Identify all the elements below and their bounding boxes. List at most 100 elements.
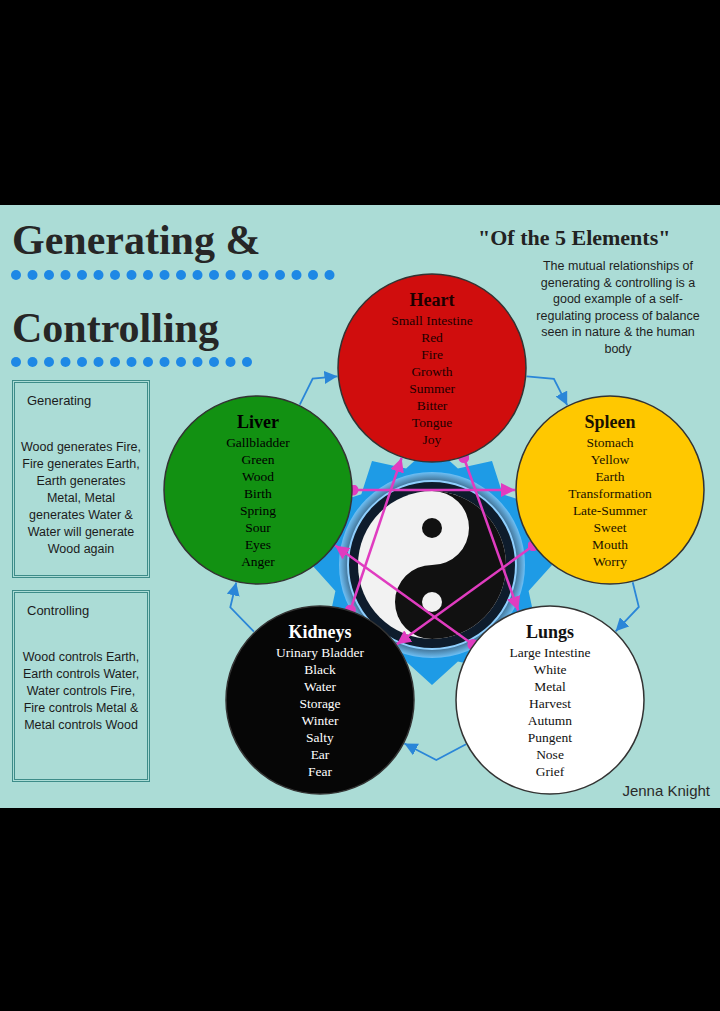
circle-shape [226, 606, 414, 794]
title-dot [160, 270, 170, 280]
circle-content: LiverGallbladderGreenWoodBirthSpringSour… [163, 411, 353, 570]
node-text: Late-Summer [573, 502, 647, 519]
node-text: Green [242, 451, 275, 468]
generating-arrow [300, 376, 338, 404]
node-text: Bitter [417, 397, 448, 414]
node-text: Summer [409, 380, 455, 397]
node-text: Fear [308, 763, 332, 780]
node-text: Nose [536, 746, 564, 763]
node-text: Pungent [528, 729, 572, 746]
node-text: Winter [302, 712, 339, 729]
node-text: Stomach [586, 434, 633, 451]
title-dot [77, 357, 87, 367]
node-heading: Spleen [584, 411, 635, 434]
circle-shape [516, 396, 704, 584]
node-text: Worry [593, 553, 627, 570]
legend-box: GeneratingWood generates Fire, Fire gene… [12, 380, 150, 578]
title-dot [193, 270, 203, 280]
node-text: Wood [242, 468, 274, 485]
node-text: Storage [299, 695, 340, 712]
node-text: Joy [423, 431, 442, 448]
title-dot [143, 270, 153, 280]
node-text: Sweet [594, 519, 627, 536]
generating-arrow [230, 583, 254, 632]
title-dot [226, 357, 236, 367]
element-circle: KidneysUrinary BladderBlackWaterStorageW… [225, 605, 415, 795]
node-text: Fire [421, 346, 443, 363]
title-dot [209, 270, 219, 280]
title-dot [226, 270, 236, 280]
node-text: Salty [306, 729, 334, 746]
diagram-title: Generating & Controlling [12, 196, 312, 372]
title-dot [94, 270, 104, 280]
title-dot [292, 270, 302, 280]
title-dot [11, 357, 21, 367]
node-text: Spring [240, 502, 276, 519]
title-dot [176, 357, 186, 367]
element-circle: LungsLarge IntestineWhiteMetalHarvestAut… [455, 605, 645, 795]
node-text: Anger [241, 553, 275, 570]
title-dot [127, 270, 137, 280]
yin-yang-dot [422, 518, 442, 538]
node-text: Yellow [591, 451, 629, 468]
title-dot [44, 270, 54, 280]
title-dot [242, 270, 252, 280]
title-dot [259, 270, 269, 280]
title-dot [275, 270, 285, 280]
node-text: Growth [411, 363, 452, 380]
circle-shape [338, 274, 526, 462]
node-text: Urinary Bladder [276, 644, 364, 661]
controlling-arrow [353, 489, 515, 492]
title-dot [28, 357, 38, 367]
yin-yang-dark [395, 491, 506, 639]
node-text: Metal [534, 678, 566, 695]
node-heading: Heart [410, 289, 455, 312]
node-text: Large Intestine [509, 644, 590, 661]
node-heading: Kidneys [288, 621, 351, 644]
title-dot [110, 357, 120, 367]
node-text: Small Intestine [391, 312, 472, 329]
node-text: Harvest [529, 695, 571, 712]
element-circle: SpleenStomachYellowEarthTransformationLa… [515, 395, 705, 585]
node-text: Autumn [528, 712, 572, 729]
node-text: Wood generates Fire, Fire generates Eart… [21, 439, 141, 558]
title-dot [242, 357, 252, 367]
element-circle: LiverGallbladderGreenWoodBirthSpringSour… [163, 395, 353, 585]
title-dot [143, 357, 153, 367]
node-text: Earth [595, 468, 624, 485]
node-text: Tongue [412, 414, 452, 431]
node-text: Sour [245, 519, 271, 536]
generating-arrow [616, 582, 639, 631]
description-note: The mutual relationships of generating &… [528, 258, 708, 357]
title-dot [193, 357, 203, 367]
title-dot [77, 270, 87, 280]
title-dot [209, 357, 219, 367]
title-dot [127, 357, 137, 367]
circle-content: KidneysUrinary BladderBlackWaterStorageW… [225, 621, 415, 780]
title-dot [44, 357, 54, 367]
node-text: White [534, 661, 567, 678]
node-heading: Lungs [526, 621, 574, 644]
subtitle: "Of the 5 Elements" [478, 224, 714, 252]
title-dot [325, 270, 335, 280]
node-text: Grief [536, 763, 564, 780]
node-text: Gallbladder [226, 434, 290, 451]
legend-box: ControllingWood controls Earth, Earth co… [12, 590, 150, 782]
node-text: Ear [311, 746, 330, 763]
title-dot [308, 270, 318, 280]
title-dot [61, 270, 71, 280]
node-text: Mouth [592, 536, 628, 553]
title-dot [94, 357, 104, 367]
generating-arrow [527, 376, 568, 405]
circle-shape [456, 606, 644, 794]
generating-arrow [404, 744, 466, 761]
node-text: Red [421, 329, 443, 346]
element-circle: HeartSmall IntestineRedFireGrowthSummerB… [337, 273, 527, 463]
node-text: Transformation [568, 485, 652, 502]
node-heading: Liver [237, 411, 279, 434]
title-dot [61, 357, 71, 367]
title-dot [160, 357, 170, 367]
node-heading: Generating [21, 393, 141, 409]
node-heading: Controlling [21, 603, 141, 619]
